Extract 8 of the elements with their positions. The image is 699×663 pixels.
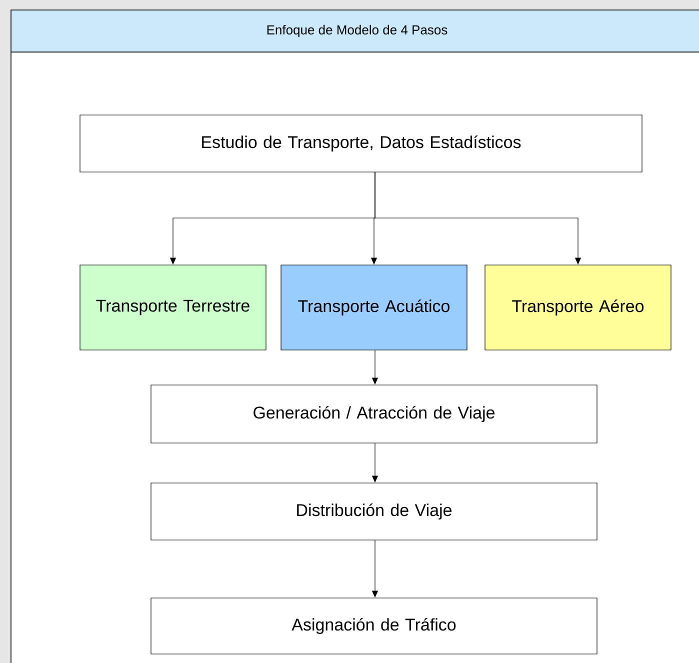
title-band: Enfoque de Modelo de 4 Pasos: [10, 10, 699, 52]
process-box: Distribución de Viaje: [150, 482, 598, 540]
process-box: Transporte Aéreo: [484, 264, 672, 350]
process-box: Estudio de Transporte, Datos Estadísticos: [80, 114, 642, 172]
process-box: Transporte Acuático: [280, 264, 468, 350]
process-box: Generación / Atracción de Viaje: [150, 384, 598, 444]
process-box: Asignación de Tráfico: [150, 598, 598, 654]
process-box: Transporte Terrestre: [80, 264, 266, 350]
